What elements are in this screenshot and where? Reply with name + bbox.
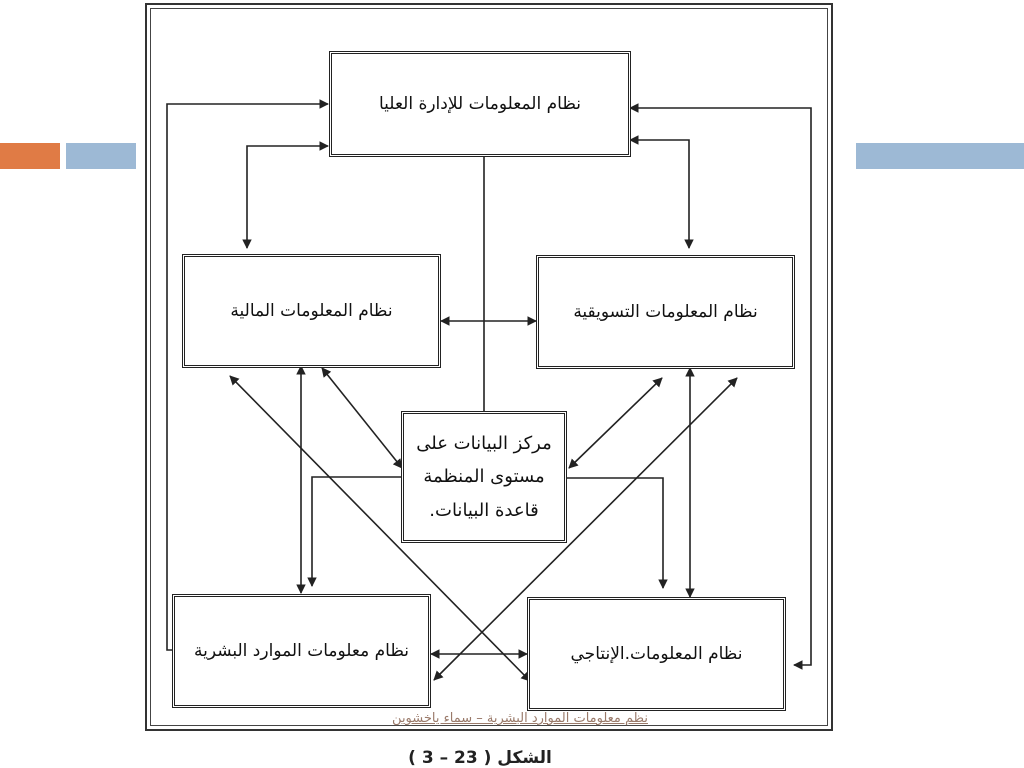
node-finance: نظام المعلومات المالية bbox=[182, 254, 441, 368]
decorative-bar-orange bbox=[0, 143, 60, 169]
node-production: نظام المعلومات.الإنتاجي bbox=[527, 597, 786, 711]
node-data-center-line-3: قاعدة البيانات. bbox=[429, 499, 539, 521]
node-marketing-label: نظام المعلومات التسويقية bbox=[573, 301, 758, 322]
arrow-top-marketing bbox=[629, 135, 694, 249]
node-finance-label: نظام المعلومات المالية bbox=[230, 300, 393, 321]
footer-credit: نظم معلومات الموارد البشرية – سماء ياخشو… bbox=[392, 711, 648, 726]
node-top-management: نظام المعلومات للإدارة العليا bbox=[329, 51, 631, 157]
arrow-marketing-hr bbox=[433, 377, 738, 681]
figure-caption: الشكل ( 23 – 3 ) bbox=[408, 748, 552, 768]
node-production-label: نظام المعلومات.الإنتاجي bbox=[570, 643, 743, 664]
diagram-frame-outer bbox=[145, 3, 833, 731]
node-top-management-label: نظام المعلومات للإدارة العليا bbox=[379, 93, 581, 114]
diagram-frame-inner bbox=[150, 8, 828, 726]
node-marketing: نظام المعلومات التسويقية bbox=[536, 255, 795, 369]
arrow-datacenter-hr bbox=[307, 476, 401, 587]
decorative-bar-blue-right bbox=[856, 143, 1024, 169]
node-data-center-line-1: مركز البيانات على bbox=[416, 433, 552, 455]
node-data-center: مركز البيانات على مستوى المنظمة قاعدة ال… bbox=[401, 411, 567, 543]
decorative-bar-blue-left bbox=[66, 143, 136, 169]
arrow-top-finance bbox=[242, 141, 329, 249]
node-data-center-line-2: مستوى المنظمة bbox=[423, 466, 545, 488]
node-human-resources-label: نظام معلومات الموارد البشرية bbox=[193, 640, 410, 661]
node-human-resources: نظام معلومات الموارد البشرية bbox=[172, 594, 431, 708]
arrow-marketing-datacenter bbox=[568, 377, 663, 469]
arrow-finance-datacenter bbox=[321, 367, 403, 469]
arrow-right-loop bbox=[629, 103, 812, 670]
arrow-left-loop bbox=[166, 99, 329, 651]
